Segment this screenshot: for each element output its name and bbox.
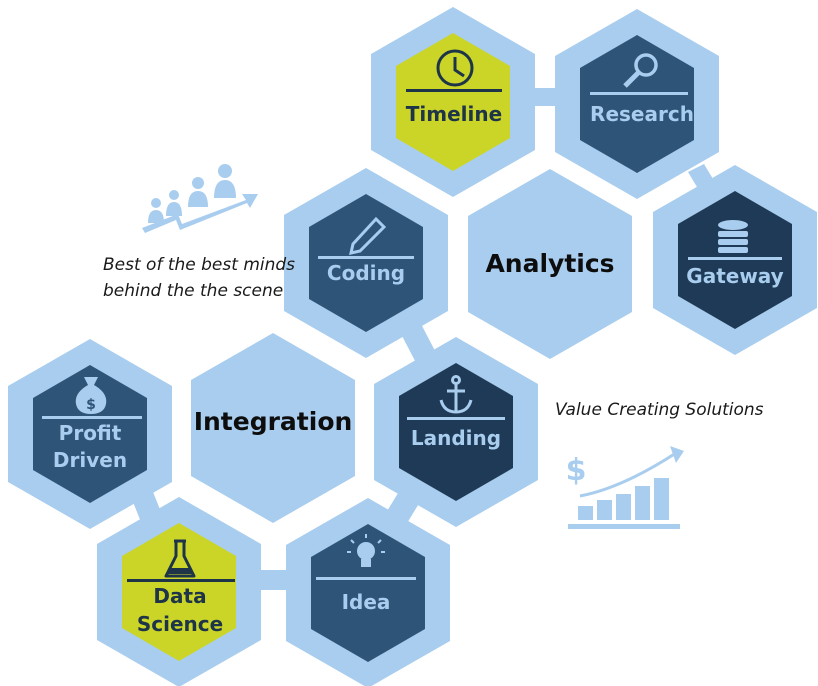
label-driven: Driven [53,448,127,472]
label-analytics: Analytics [485,249,614,278]
svg-text:$: $ [566,453,587,488]
hex-idea: Idea [286,498,450,686]
label-research: Research [590,102,694,126]
flask-icon [164,539,196,578]
team-growth-icon [142,164,258,233]
anchor-icon [439,375,473,414]
hex-landing: Landing [374,337,538,527]
database-icon [718,220,748,253]
label-profit: Profit [59,421,122,445]
pencil-icon [349,216,387,255]
caption-minds-line1: Best of the best minds [103,255,296,275]
growth-chart-icon: $ [566,446,684,529]
light-bulb-icon [347,534,385,567]
label-science: Science [137,612,223,636]
caption-value: Value Creating Solutions [555,400,764,420]
label-data: Data [153,584,206,608]
label-gateway: Gateway [686,264,783,288]
caption-minds: Best of the best minds behind the the sc… [103,252,295,304]
hex-coding: Coding [284,168,448,358]
hex-data-science: Data Science [97,497,261,686]
caption-minds-line2: behind the the scene [103,281,284,301]
money-bag-icon: $ [75,377,107,414]
svg-text:$: $ [86,397,96,413]
magnifier-icon [623,53,658,88]
hex-integration: Integration [191,333,355,523]
label-timeline: Timeline [406,102,502,126]
hex-analytics: Analytics [468,169,632,359]
hex-research: Research [555,9,719,199]
clock-icon [436,49,474,87]
label-coding: Coding [327,261,405,285]
label-landing: Landing [411,426,501,450]
hex-gateway: Gateway [653,165,817,355]
label-integration: Integration [194,407,353,436]
hex-profit-driven: $ Profit Driven [8,339,172,529]
label-idea: Idea [342,590,391,614]
hex-timeline: Timeline [371,7,535,197]
